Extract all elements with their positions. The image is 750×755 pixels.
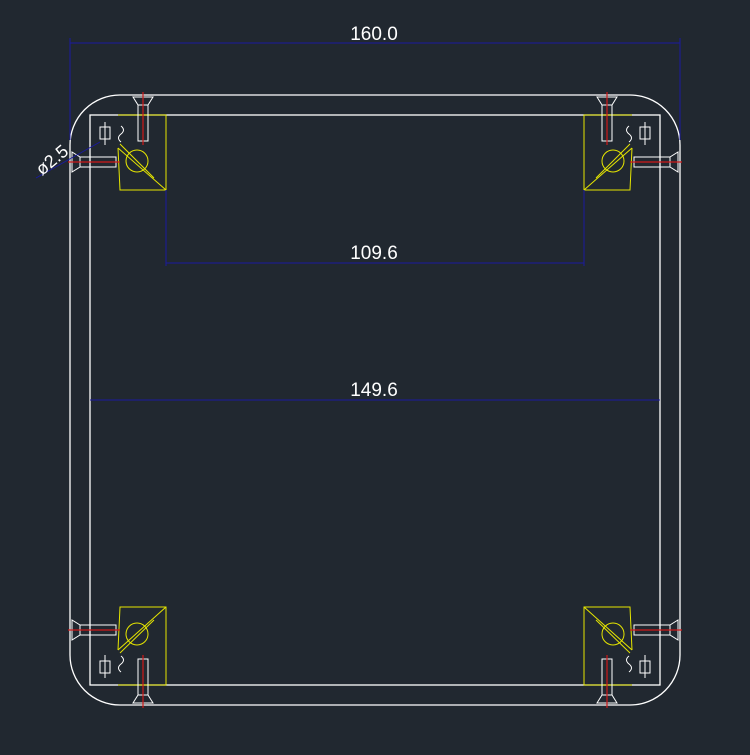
nut-detail-bottom-left (99, 655, 124, 678)
dimension-inner-width: 149.6 (90, 380, 660, 401)
screw-horizontal-top-right (630, 151, 682, 173)
dimension-bracket-gap: 109.6 (165, 190, 585, 266)
nut-detail-top-left (99, 122, 124, 145)
nut-detail-bottom-right (626, 655, 651, 678)
screw-vertical-bottom-right (596, 655, 618, 708)
corner-bracket-bottom-left (117, 606, 167, 686)
dimension-hole-diameter-label: ø2.5 (32, 141, 72, 179)
dimension-inner-width-label: 149.6 (350, 380, 398, 401)
dimension-bracket-gap-label: 109.6 (350, 243, 398, 264)
corner-bracket-top-right (583, 114, 633, 191)
dimension-overall-width: 160.0 (69, 24, 681, 140)
screw-horizontal-bottom-right (630, 619, 682, 641)
outer-housing-outline (69, 94, 681, 706)
dimension-overall-width-label: 160.0 (350, 24, 398, 45)
nut-detail-top-right (626, 122, 651, 145)
screw-horizontal-bottom-left (68, 619, 120, 641)
corner-bracket-bottom-right (583, 606, 633, 686)
screw-vertical-top-left (132, 92, 154, 145)
screw-horizontal-top-left (68, 151, 120, 173)
screw-vertical-bottom-left (132, 655, 154, 708)
screw-vertical-top-right (596, 92, 618, 145)
corner-bracket-top-left (117, 114, 167, 191)
